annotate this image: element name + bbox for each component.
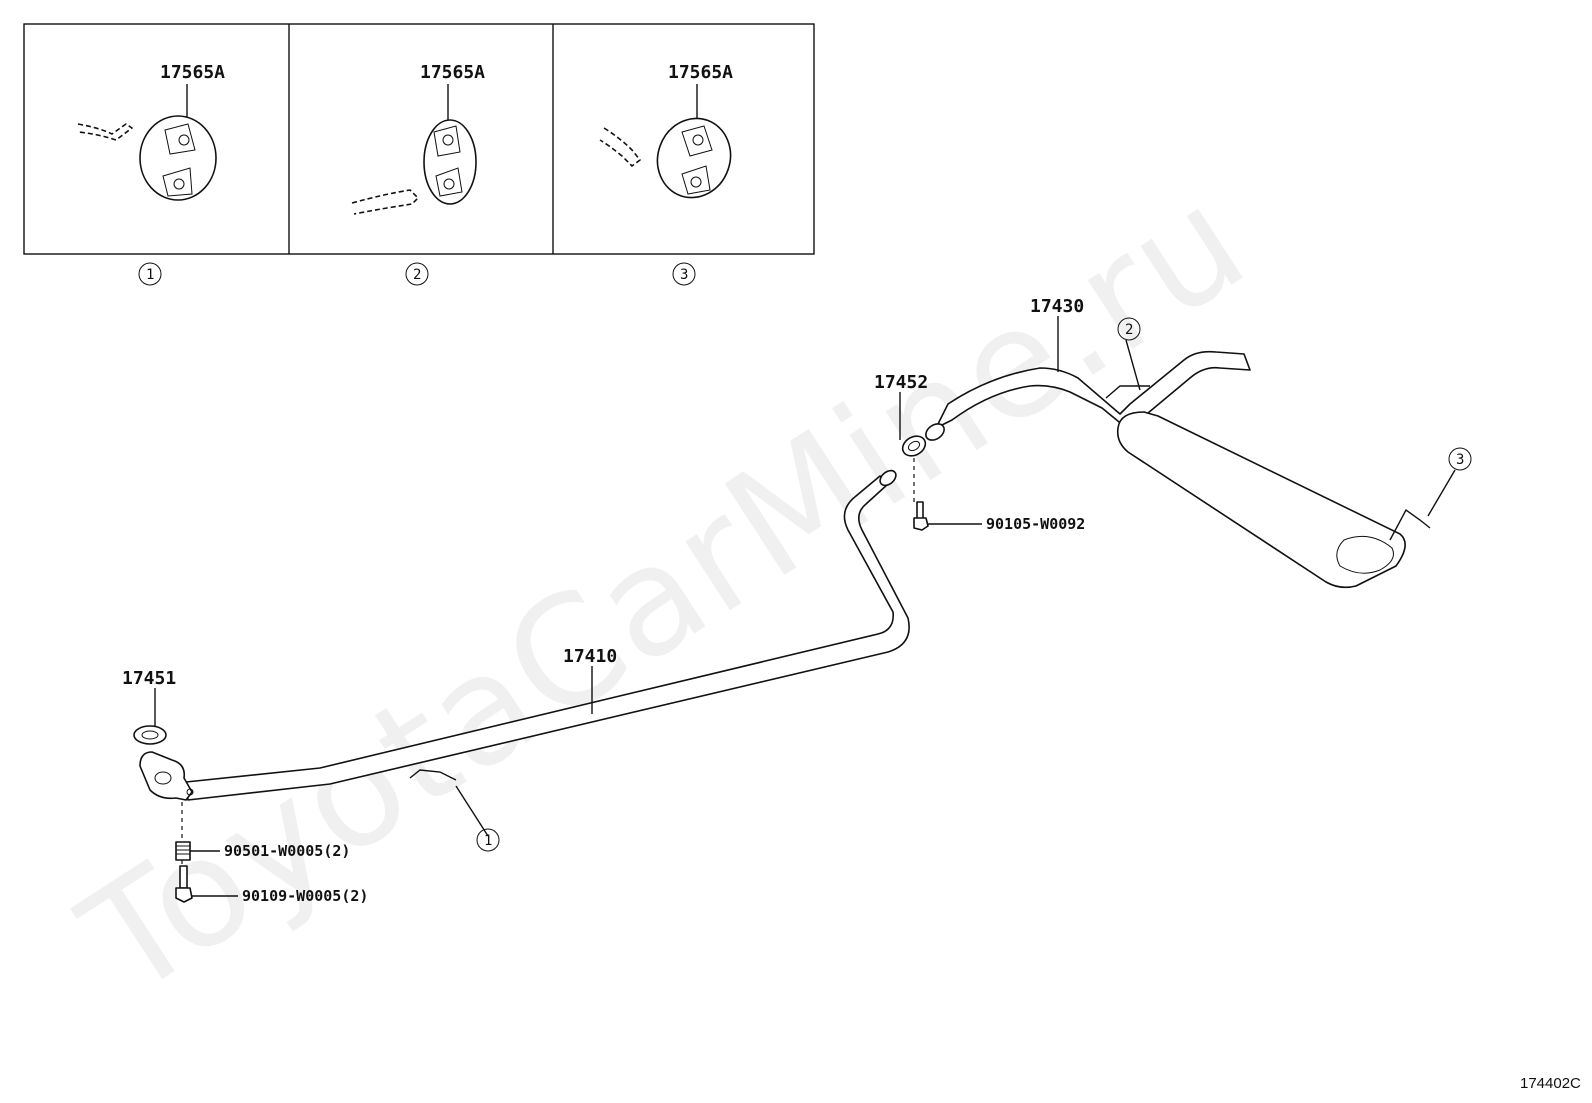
label-17452: 17452	[874, 372, 928, 393]
label-90105-W0092: 90105-W0092	[986, 515, 1085, 533]
hanger-rubber-3	[656, 117, 732, 199]
panel-2-part-label: 17565A	[420, 62, 485, 83]
front-fasteners	[175, 802, 193, 903]
panel-2-index: 2	[413, 267, 421, 283]
hanger-2-callout-circle	[1117, 317, 1141, 341]
rear-bolt	[913, 458, 929, 531]
label-17430: 17430	[1030, 296, 1084, 317]
panel-3-index: 3	[680, 267, 688, 283]
watermark: ToyotaCarMine.ru	[54, 153, 1275, 1031]
label-90501-W0005: 90501-W0005(2)	[224, 842, 350, 860]
leader-lines	[154, 316, 1456, 897]
center-exhaust-pipe	[139, 469, 910, 801]
panel-1-index-circle	[138, 262, 162, 286]
rear-gasket	[901, 435, 927, 457]
hanger-2-callout: 2	[1125, 322, 1133, 338]
panel-2-index-circle	[405, 262, 429, 286]
panel-1-part-label: 17565A	[160, 62, 225, 83]
panel-1-index: 1	[146, 267, 154, 283]
muffler-body	[1116, 411, 1406, 589]
label-17451: 17451	[122, 668, 176, 689]
spring	[175, 841, 191, 861]
detail-panel-1: 17565A 1	[77, 62, 225, 286]
diagram-code: 174402C	[1520, 1075, 1581, 1092]
label-90109-W0005: 90109-W0005(2)	[242, 887, 368, 905]
detail-panel-3: 17565A 3	[599, 62, 733, 286]
hanger-1-callout-circle	[476, 828, 500, 852]
hanger-3-callout: 3	[1456, 452, 1464, 468]
front-gasket	[133, 725, 167, 745]
panel-3-part-label: 17565A	[668, 62, 733, 83]
hanger-rubber-1	[139, 115, 217, 201]
tail-pipe-muffler	[925, 350, 1431, 589]
detail-panel-2: 17565A 2	[351, 62, 485, 286]
hanger-rubber-2	[423, 119, 477, 205]
front-flange	[139, 751, 193, 801]
label-17410: 17410	[563, 646, 617, 667]
detail-panels	[23, 23, 815, 255]
hanger-3-callout-circle	[1448, 447, 1472, 471]
panel-3-index-circle	[672, 262, 696, 286]
hanger-1-callout: 1	[484, 833, 492, 849]
front-bolt	[175, 865, 193, 903]
